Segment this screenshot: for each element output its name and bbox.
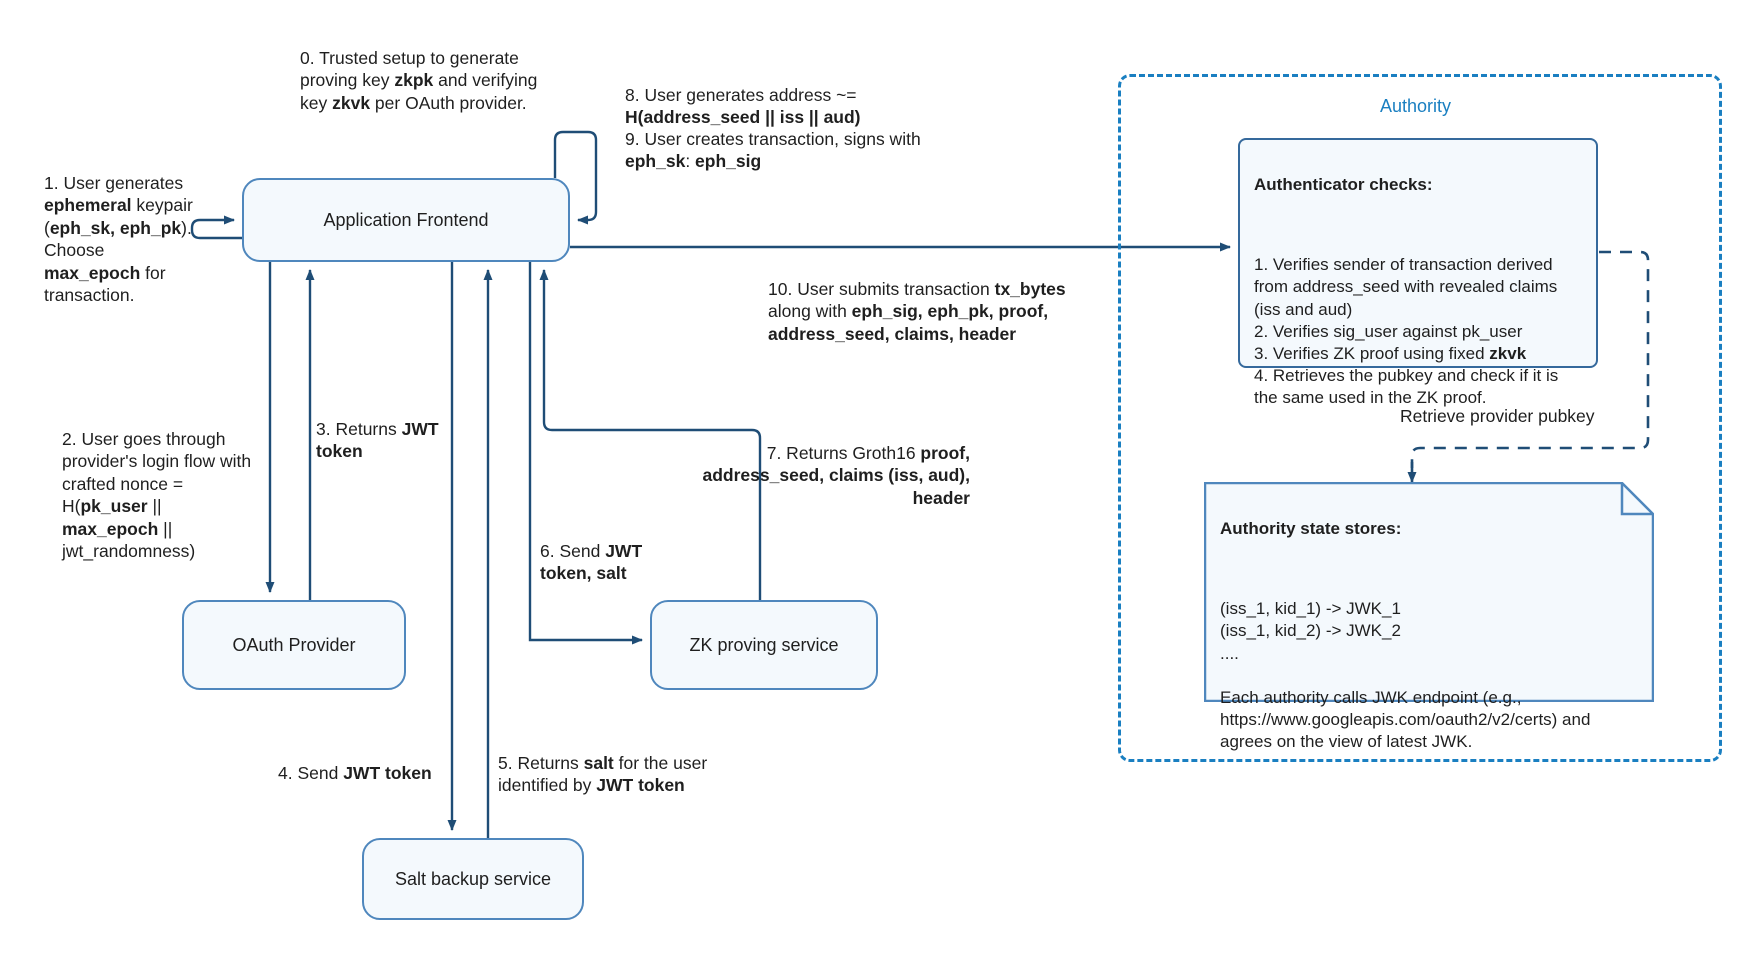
node-oauth-provider[interactable]: OAuth Provider — [182, 600, 406, 690]
authority-state-stores-body: (iss_1, kid_1) -> JWK_1(iss_1, kid_2) ->… — [1220, 599, 1591, 751]
retrieve-provider-pubkey-label: Retrieve provider pubkey — [1400, 406, 1595, 426]
node-oauth-provider-label: OAuth Provider — [232, 634, 356, 655]
node-application-frontend[interactable]: Application Frontend — [242, 178, 570, 262]
authenticator-checks-panel: Authenticator checks: 1. Verifies sender… — [1238, 138, 1598, 407]
step-0-label: 0. Trusted setup to generate proving key… — [300, 48, 538, 113]
authority-state-stores-note: Authority state stores: (iss_1, kid_1) -… — [1204, 482, 1654, 751]
step-5-label: 5. Returns salt for the user identified … — [498, 753, 708, 796]
node-zk-proving-service[interactable]: ZK proving service — [650, 600, 878, 690]
authority-container — [1118, 74, 1722, 762]
node-zk-proving-service-label: ZK proving service — [689, 634, 839, 655]
node-application-frontend-label: Application Frontend — [323, 209, 489, 230]
step-10-label: 10. User submits transaction tx_bytes al… — [768, 279, 1066, 344]
step-7-label: 7. Returns Groth16 proof, address_seed, … — [702, 443, 971, 508]
step-3-label: 3. Returns JWT token — [316, 419, 439, 462]
node-salt-backup-service[interactable]: Salt backup service — [362, 838, 584, 920]
step-4-label: 4. Send JWT token — [278, 763, 432, 783]
authority-title: Authority — [1380, 96, 1452, 116]
step-9-label: 9. User creates transaction, signs with … — [625, 129, 921, 172]
authenticator-checks-heading: Authenticator checks: — [1254, 175, 1433, 195]
step-6-label: 6. Send JWT token, salt — [540, 541, 643, 584]
authenticator-checks-body: 1. Verifies sender of transaction derive… — [1254, 255, 1559, 407]
note-content: Authority state stores: (iss_1, kid_1) -… — [1204, 482, 1654, 767]
node-salt-backup-service-label: Salt backup service — [394, 868, 552, 889]
step-8-label: 8. User generates address ~= H(address_s… — [625, 85, 861, 128]
authority-state-stores-heading: Authority state stores: — [1220, 519, 1402, 539]
note-sheet-shape — [1204, 482, 1654, 702]
step-1-label: 1. User generates ephemeral keypair (eph… — [44, 173, 193, 305]
step-2-label: 2. User goes through provider's login fl… — [62, 429, 252, 561]
